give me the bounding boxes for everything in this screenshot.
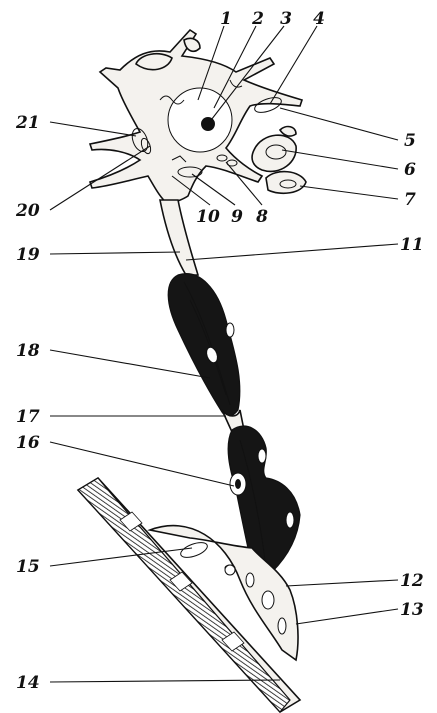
label-14: 14 (16, 673, 40, 693)
label-16: 16 (16, 433, 40, 453)
label-7: 7 (404, 190, 416, 210)
label-5: 5 (404, 131, 416, 151)
axon (160, 200, 300, 574)
label-9: 9 (231, 207, 243, 227)
label-4: 4 (313, 9, 325, 29)
myelin-segment-upper (168, 274, 240, 417)
label-15: 15 (16, 557, 40, 577)
label-6: 6 (404, 160, 416, 180)
label-10: 10 (196, 207, 220, 227)
label-12: 12 (400, 571, 424, 591)
label-21: 21 (15, 113, 40, 133)
nucleus (168, 88, 232, 152)
label-11: 11 (400, 235, 424, 255)
label-20: 20 (15, 201, 40, 221)
label-13: 13 (400, 600, 424, 620)
label-8: 8 (255, 207, 268, 227)
label-1: 1 (220, 9, 232, 29)
label-19: 19 (16, 245, 40, 265)
label-2: 2 (251, 9, 264, 29)
label-18: 18 (16, 341, 40, 361)
label-17: 17 (16, 407, 40, 427)
label-3: 3 (280, 9, 292, 29)
